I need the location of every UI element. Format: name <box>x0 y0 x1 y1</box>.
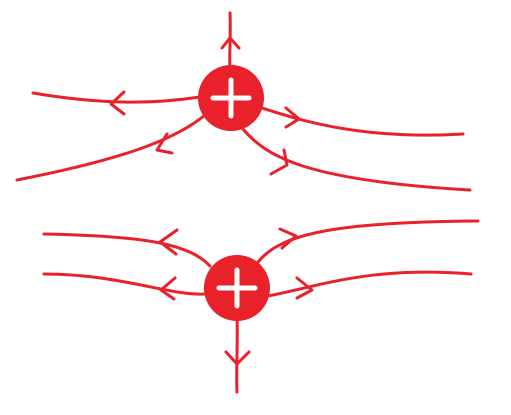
field-line-bottom-right-lower <box>266 270 473 298</box>
field-line-top-right-lower <box>240 126 472 192</box>
field-line-top-left-upper <box>31 91 202 104</box>
arrow-bottom-left-upper <box>158 228 179 256</box>
field-line-top-up <box>228 11 232 74</box>
field-line-bottom-down <box>235 316 239 394</box>
arrow-top-right-upper <box>284 106 301 129</box>
field-line-top-left-lower <box>15 113 207 182</box>
arrow-top-up <box>220 36 241 50</box>
field-line-bottom-left-lower <box>42 272 207 296</box>
positive-charge-top <box>198 65 264 131</box>
positive-charge-bottom <box>204 255 270 321</box>
field-line-bottom-left-upper <box>42 232 212 268</box>
arrow-top-left-upper <box>109 90 126 116</box>
field-line-top-right-upper <box>260 106 465 137</box>
plus-sign-bottom <box>216 267 258 309</box>
field-line-bottom-right-upper <box>256 219 480 264</box>
arrow-bottom-down <box>224 350 251 366</box>
arrow-top-right-lower <box>269 148 289 176</box>
plus-sign-top <box>210 77 252 119</box>
arrow-bottom-right-upper <box>278 227 298 250</box>
arrow-top-left-lower <box>155 132 174 155</box>
arrow-bottom-right-lower <box>295 276 314 300</box>
arrow-bottom-left-lower <box>159 276 177 301</box>
